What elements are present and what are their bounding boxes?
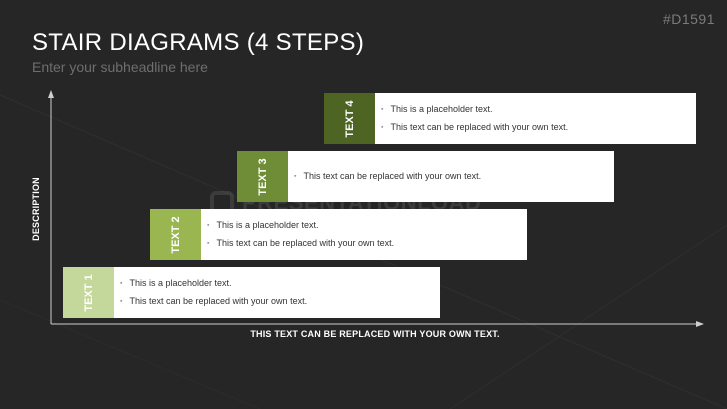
page-title: STAIR DIAGRAMS (4 STEPS) <box>32 29 365 56</box>
step-4-tab: TEXT 4 <box>324 93 375 144</box>
step-3-tab: TEXT 3 <box>237 151 288 202</box>
x-axis-arrow <box>696 321 704 327</box>
step-3-label: TEXT 3 <box>256 157 269 196</box>
step-2-bullet-2: This text can be replaced with your own … <box>207 235 527 253</box>
slide-code: #D1591 <box>662 11 715 27</box>
step-3-body: This text can be replaced with your own … <box>288 151 614 202</box>
y-axis-arrow <box>48 90 54 98</box>
step-1-bullet-2: This text can be replaced with your own … <box>120 293 440 311</box>
step-4-label: TEXT 4 <box>343 99 356 138</box>
step-2[interactable]: TEXT 2 This is a placeholder text. This … <box>150 209 527 260</box>
step-2-tab: TEXT 2 <box>150 209 201 260</box>
step-4-body: This is a placeholder text. This text ca… <box>375 93 696 144</box>
step-3[interactable]: TEXT 3 This text can be replaced with yo… <box>237 151 614 202</box>
step-2-body: This is a placeholder text. This text ca… <box>201 209 527 260</box>
step-2-bullet-1: This is a placeholder text. <box>207 217 527 235</box>
step-1-body: This is a placeholder text. This text ca… <box>114 267 440 318</box>
y-axis-label: DESCRIPTION <box>31 177 41 241</box>
step-1-tab: TEXT 1 <box>63 267 114 318</box>
step-1-bullet-1: This is a placeholder text. <box>120 275 440 293</box>
page-subtitle: Enter your subheadline here <box>32 59 208 75</box>
step-3-bullet-1: This text can be replaced with your own … <box>294 168 614 186</box>
step-1-label: TEXT 1 <box>82 273 95 312</box>
step-1[interactable]: TEXT 1 This is a placeholder text. This … <box>63 267 440 318</box>
step-4-bullet-2: This text can be replaced with your own … <box>381 119 696 137</box>
step-4[interactable]: TEXT 4 This is a placeholder text. This … <box>324 93 696 144</box>
step-4-bullet-1: This is a placeholder text. <box>381 101 696 119</box>
x-axis-label: THIS TEXT CAN BE REPLACED WITH YOUR OWN … <box>250 329 500 339</box>
step-2-label: TEXT 2 <box>169 215 182 254</box>
